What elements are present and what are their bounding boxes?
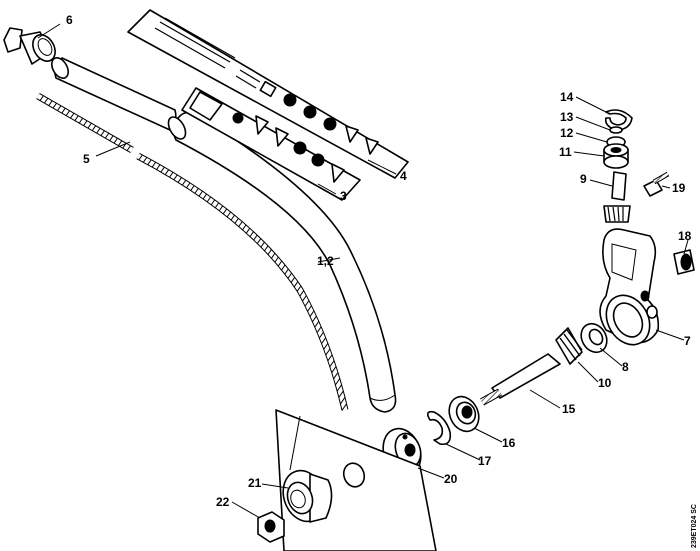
callout-12: 12	[560, 126, 574, 140]
callout-4: 4	[400, 169, 407, 183]
callout-7: 7	[684, 334, 691, 348]
callout-17: 17	[478, 454, 492, 468]
callout-11: 11	[559, 145, 572, 159]
callout-16: 16	[502, 436, 516, 450]
callout-20: 20	[444, 472, 458, 486]
callout-18: 18	[678, 229, 692, 243]
ball-bearing-16	[448, 395, 480, 433]
callout-1-2: 1,2	[317, 254, 334, 268]
retaining-ring-14	[604, 109, 633, 131]
callout-6: 6	[66, 13, 73, 27]
drive-tube-upper	[51, 57, 177, 131]
warning-label-3	[181, 87, 361, 201]
tube-end-plug	[3, 27, 56, 65]
callout-9: 9	[580, 172, 587, 186]
screw-19	[643, 171, 670, 197]
warning-label-4	[127, 9, 409, 179]
callout-22: 22	[216, 495, 230, 509]
document-code: 239ET024 SC	[691, 504, 698, 548]
ball-bearing-11	[603, 143, 629, 169]
callout-13: 13	[560, 110, 574, 124]
callout-8: 8	[622, 360, 629, 374]
ball-bearing-8	[580, 322, 608, 354]
drive-tube-curved	[167, 111, 397, 413]
leader-lines	[37, 23, 689, 519]
bevel-gear-10	[555, 327, 583, 365]
thrust-washer-21	[282, 469, 333, 523]
flexible-drive-shaft	[36, 92, 349, 411]
gear-housing-7	[599, 228, 660, 346]
callout-5: 5	[83, 152, 90, 166]
callout-19: 19	[672, 181, 686, 195]
callout-labels: 6 5 4 3 1,2 14 13 12 11 9 19 18 7 8 10 1…	[66, 13, 692, 509]
callout-15: 15	[562, 402, 576, 416]
output-shaft-15	[480, 353, 561, 406]
ring-13	[609, 126, 623, 134]
nut-22	[257, 511, 285, 543]
callout-14: 14	[560, 90, 574, 104]
callout-10: 10	[598, 376, 612, 390]
plug-screw-18	[673, 249, 695, 275]
pinion-9	[603, 171, 631, 223]
callout-21: 21	[248, 476, 262, 490]
callout-3: 3	[340, 189, 347, 203]
circlip-17	[426, 410, 452, 446]
